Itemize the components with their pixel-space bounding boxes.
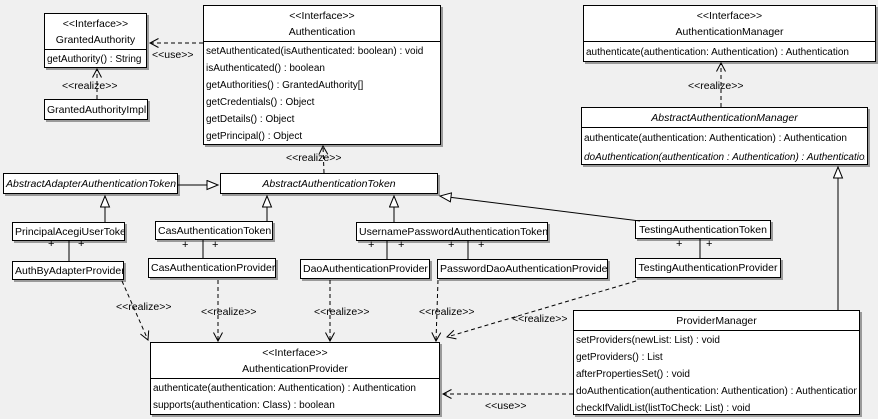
class-name: DaoAuthenticationProvider	[303, 263, 428, 275]
method: setProviders(newList: List) : void	[576, 335, 720, 346]
class-name: GrantedAuthority	[55, 34, 136, 46]
methods-compartment: authenticate(authentication: Authenticat…	[582, 127, 867, 168]
multiplicity-label: +	[182, 239, 189, 251]
method: afterPropertiesSet() : void	[576, 369, 690, 380]
class-name: Authentication	[288, 26, 356, 38]
method: isAuthenticated() : boolean	[206, 63, 325, 74]
class-name: UsernamePasswordAuthenticationToken	[359, 225, 547, 238]
multiplicity-label: +	[448, 239, 455, 251]
class-authentication: <<Interface>> Authentication setAuthenti…	[203, 5, 441, 145]
class-abstract-adapter-authentication-token: AbstractAdapterAuthenticationToken	[3, 173, 178, 194]
class-authentication-manager: <<Interface>> AuthenticationManager auth…	[583, 5, 876, 62]
use-label: <<use>>	[485, 400, 527, 412]
multiplicity-label: +	[478, 239, 485, 251]
method: authenticate(authentication: Authenticat…	[586, 47, 849, 58]
class-dao-authentication-provider: DaoAuthenticationProvider	[300, 259, 430, 279]
stereotype-label: <<Interface>>	[289, 10, 355, 22]
class-header: <<Interface>> AuthenticationProvider	[151, 343, 439, 378]
multiplicity-label: +	[78, 238, 85, 250]
class-header: <<Interface>> GrantedAuthority	[45, 14, 146, 49]
realize-label: <<realize>>	[62, 80, 118, 92]
stereotype-label: <<Interface>>	[696, 10, 763, 22]
method: getAuthority() : String	[47, 54, 142, 65]
class-header: <<Interface>> AuthenticationManager	[584, 6, 875, 41]
method: getAuthorities() : GrantedAuthority[]	[206, 80, 364, 91]
class-name: AbstractAdapterAuthenticationToken	[6, 177, 177, 190]
class-name: CasAuthenticationToken	[158, 224, 272, 237]
class-testing-authentication-token: TestingAuthenticationToken	[635, 220, 771, 239]
class-abstract-authentication-token: AbstractAuthenticationToken	[220, 173, 438, 194]
class-principal-acegi-user-token: PrincipalAcegiUserToken	[12, 222, 125, 241]
class-header: ProviderManager	[574, 311, 859, 330]
method: getProviders() : List	[576, 352, 663, 363]
methods-compartment: authenticate(authentication: Authenticat…	[584, 41, 875, 63]
class-authentication-provider: <<Interface>> AuthenticationProvider aut…	[150, 342, 440, 415]
method: authenticate(authentication: Authenticat…	[153, 383, 416, 394]
class-header: <<Interface>> Authentication	[204, 6, 440, 41]
method: supports(authentication: Class) : boolea…	[153, 400, 335, 411]
class-username-password-authentication-token: UsernamePasswordAuthenticationToken	[356, 222, 548, 241]
realize-label: <<realize>>	[419, 306, 475, 318]
class-name: CasAuthenticationProvider	[151, 262, 275, 274]
stereotype-label: <<Interface>>	[262, 347, 328, 359]
method: authenticate(authentication: Authenticat…	[584, 133, 847, 144]
method: setAuthenticated(isAuthenticated: boolea…	[206, 46, 424, 57]
realize-label: <<realize>>	[116, 301, 172, 313]
multiplicity-label: +	[676, 238, 683, 250]
class-granted-authority-impl: GrantedAuthorityImpl	[44, 99, 148, 120]
realize-label: <<realize>>	[286, 152, 342, 164]
class-name: AbstractAuthenticationManager	[651, 112, 798, 124]
multiplicity-label: +	[706, 238, 713, 250]
methods-compartment: authenticate(authentication: Authenticat…	[151, 378, 439, 415]
stereotype-label: <<Interface>>	[62, 18, 129, 30]
multiplicity-label: +	[368, 239, 375, 251]
realize-label: <<realize>>	[201, 306, 257, 318]
class-abstract-authentication-manager: AbstractAuthenticationManager authentica…	[581, 107, 868, 165]
methods-compartment: getAuthority() : String	[45, 49, 146, 69]
realize-label: <<realize>>	[688, 80, 744, 92]
class-name: AbstractAuthenticationToken	[262, 177, 396, 190]
realize-label: <<realize>>	[512, 313, 568, 325]
class-header: AbstractAuthenticationManager	[582, 108, 867, 127]
class-name: PrincipalAcegiUserToken	[15, 225, 124, 238]
class-name: TestingAuthenticationProvider	[638, 262, 778, 274]
class-provider-manager: ProviderManager setProviders(newList: Li…	[573, 310, 860, 415]
realize-label: <<realize>>	[314, 306, 370, 318]
class-name: GrantedAuthorityImpl	[47, 103, 147, 116]
class-cas-authentication-token: CasAuthenticationToken	[155, 221, 273, 240]
class-name: TestingAuthenticationToken	[639, 223, 767, 236]
class-name: ProviderManager	[676, 315, 757, 327]
method: doAuthentication(authentication: Authent…	[576, 386, 857, 397]
class-cas-authentication-provider: CasAuthenticationProvider	[148, 258, 276, 278]
class-auth-by-adapter-provider: AuthByAdapterProvider	[12, 261, 124, 280]
method: getCredentials() : Object	[206, 97, 315, 108]
generalization-testing-token-to-abstract-token	[440, 196, 641, 222]
method-abstract: doAuthentication(authentication : Authen…	[584, 152, 865, 163]
class-granted-authority: <<Interface>> GrantedAuthority getAuthor…	[44, 13, 147, 68]
class-name: PasswordDaoAuthenticationProvider	[440, 263, 607, 275]
use-label: <<use>>	[152, 49, 194, 61]
methods-compartment: setProviders(newList: List) : void getPr…	[574, 330, 859, 418]
class-name: AuthByAdapterProvider	[15, 264, 123, 277]
multiplicity-label: +	[212, 239, 219, 251]
multiplicity-label: +	[48, 238, 55, 250]
class-testing-authentication-provider: TestingAuthenticationProvider	[635, 258, 781, 278]
methods-compartment: setAuthenticated(isAuthenticated: boolea…	[204, 41, 440, 146]
class-password-dao-authentication-provider: PasswordDaoAuthenticationProvider	[437, 259, 608, 279]
class-name: AuthenticationProvider	[242, 363, 348, 375]
method: checkIfValidList(listToCheck: List) : vo…	[576, 403, 751, 414]
class-name: AuthenticationManager	[675, 26, 784, 38]
method: getPrincipal() : Object	[206, 131, 303, 142]
method: getDetails() : Object	[206, 114, 295, 125]
multiplicity-label: +	[398, 239, 405, 251]
